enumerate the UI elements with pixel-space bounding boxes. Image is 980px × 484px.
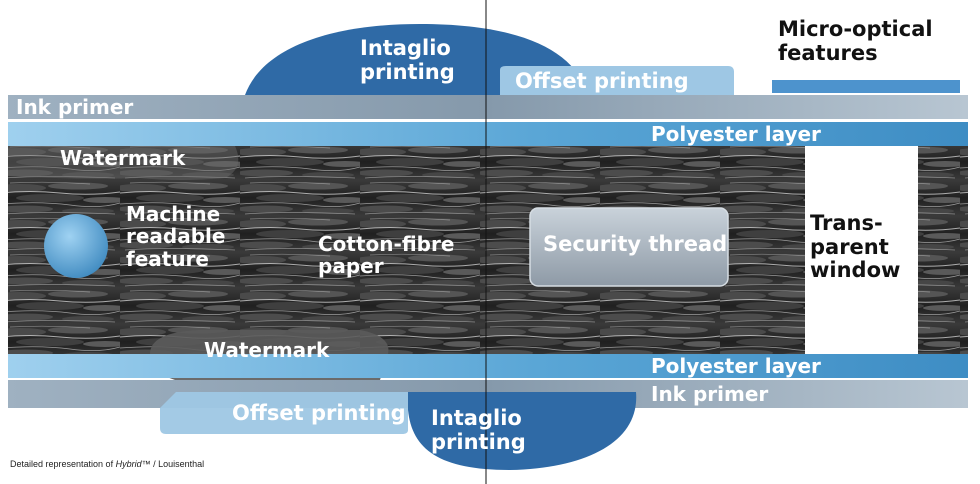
machine-readable-dot	[44, 214, 108, 278]
security-thread-label: Security thread	[543, 232, 728, 256]
offset-bottom-label: Offset printing	[232, 401, 406, 425]
micro-optical-bar	[772, 80, 960, 93]
polyester-bottom-label: Polyester layer	[651, 354, 821, 378]
figure-caption: Detailed representation of Hybrid™ / Lou…	[10, 459, 204, 469]
watermark-bottom-label: Watermark	[204, 338, 330, 362]
ink-primer-top-band	[8, 95, 968, 119]
transparent-window-label: Trans- parent window	[810, 211, 901, 283]
ink-primer-bottom-label: Ink primer	[651, 382, 769, 406]
intaglio-bottom-label: Intaglio printing	[431, 406, 526, 454]
ink-primer-top-label: Ink primer	[16, 95, 134, 119]
security-thread	[529, 207, 729, 287]
watermark-top-label: Watermark	[60, 146, 186, 170]
watermark-top-region	[8, 146, 239, 180]
intaglio-bottom-blob	[408, 392, 637, 470]
polyester-bottom-band	[8, 354, 968, 378]
micro-optical-label: Micro-optical features	[778, 17, 933, 65]
transparent-window-area	[805, 146, 918, 354]
offset-bottom-bar	[160, 392, 408, 434]
polyester-top-band	[8, 122, 968, 146]
caption-prefix: Detailed representation of	[10, 459, 116, 469]
offset-top-label: Offset printing	[515, 69, 689, 93]
intaglio-top-label: Intaglio printing	[360, 36, 455, 84]
caption-product: Hybrid™	[115, 459, 151, 469]
caption-suffix: / Louisenthal	[150, 459, 205, 469]
machine-readable-label: Machine readable feature	[126, 202, 226, 271]
polyester-top-label: Polyester layer	[651, 122, 821, 146]
offset-top-bar	[500, 66, 734, 95]
cotton-fibre-label: Cotton-fibre paper	[318, 232, 455, 279]
